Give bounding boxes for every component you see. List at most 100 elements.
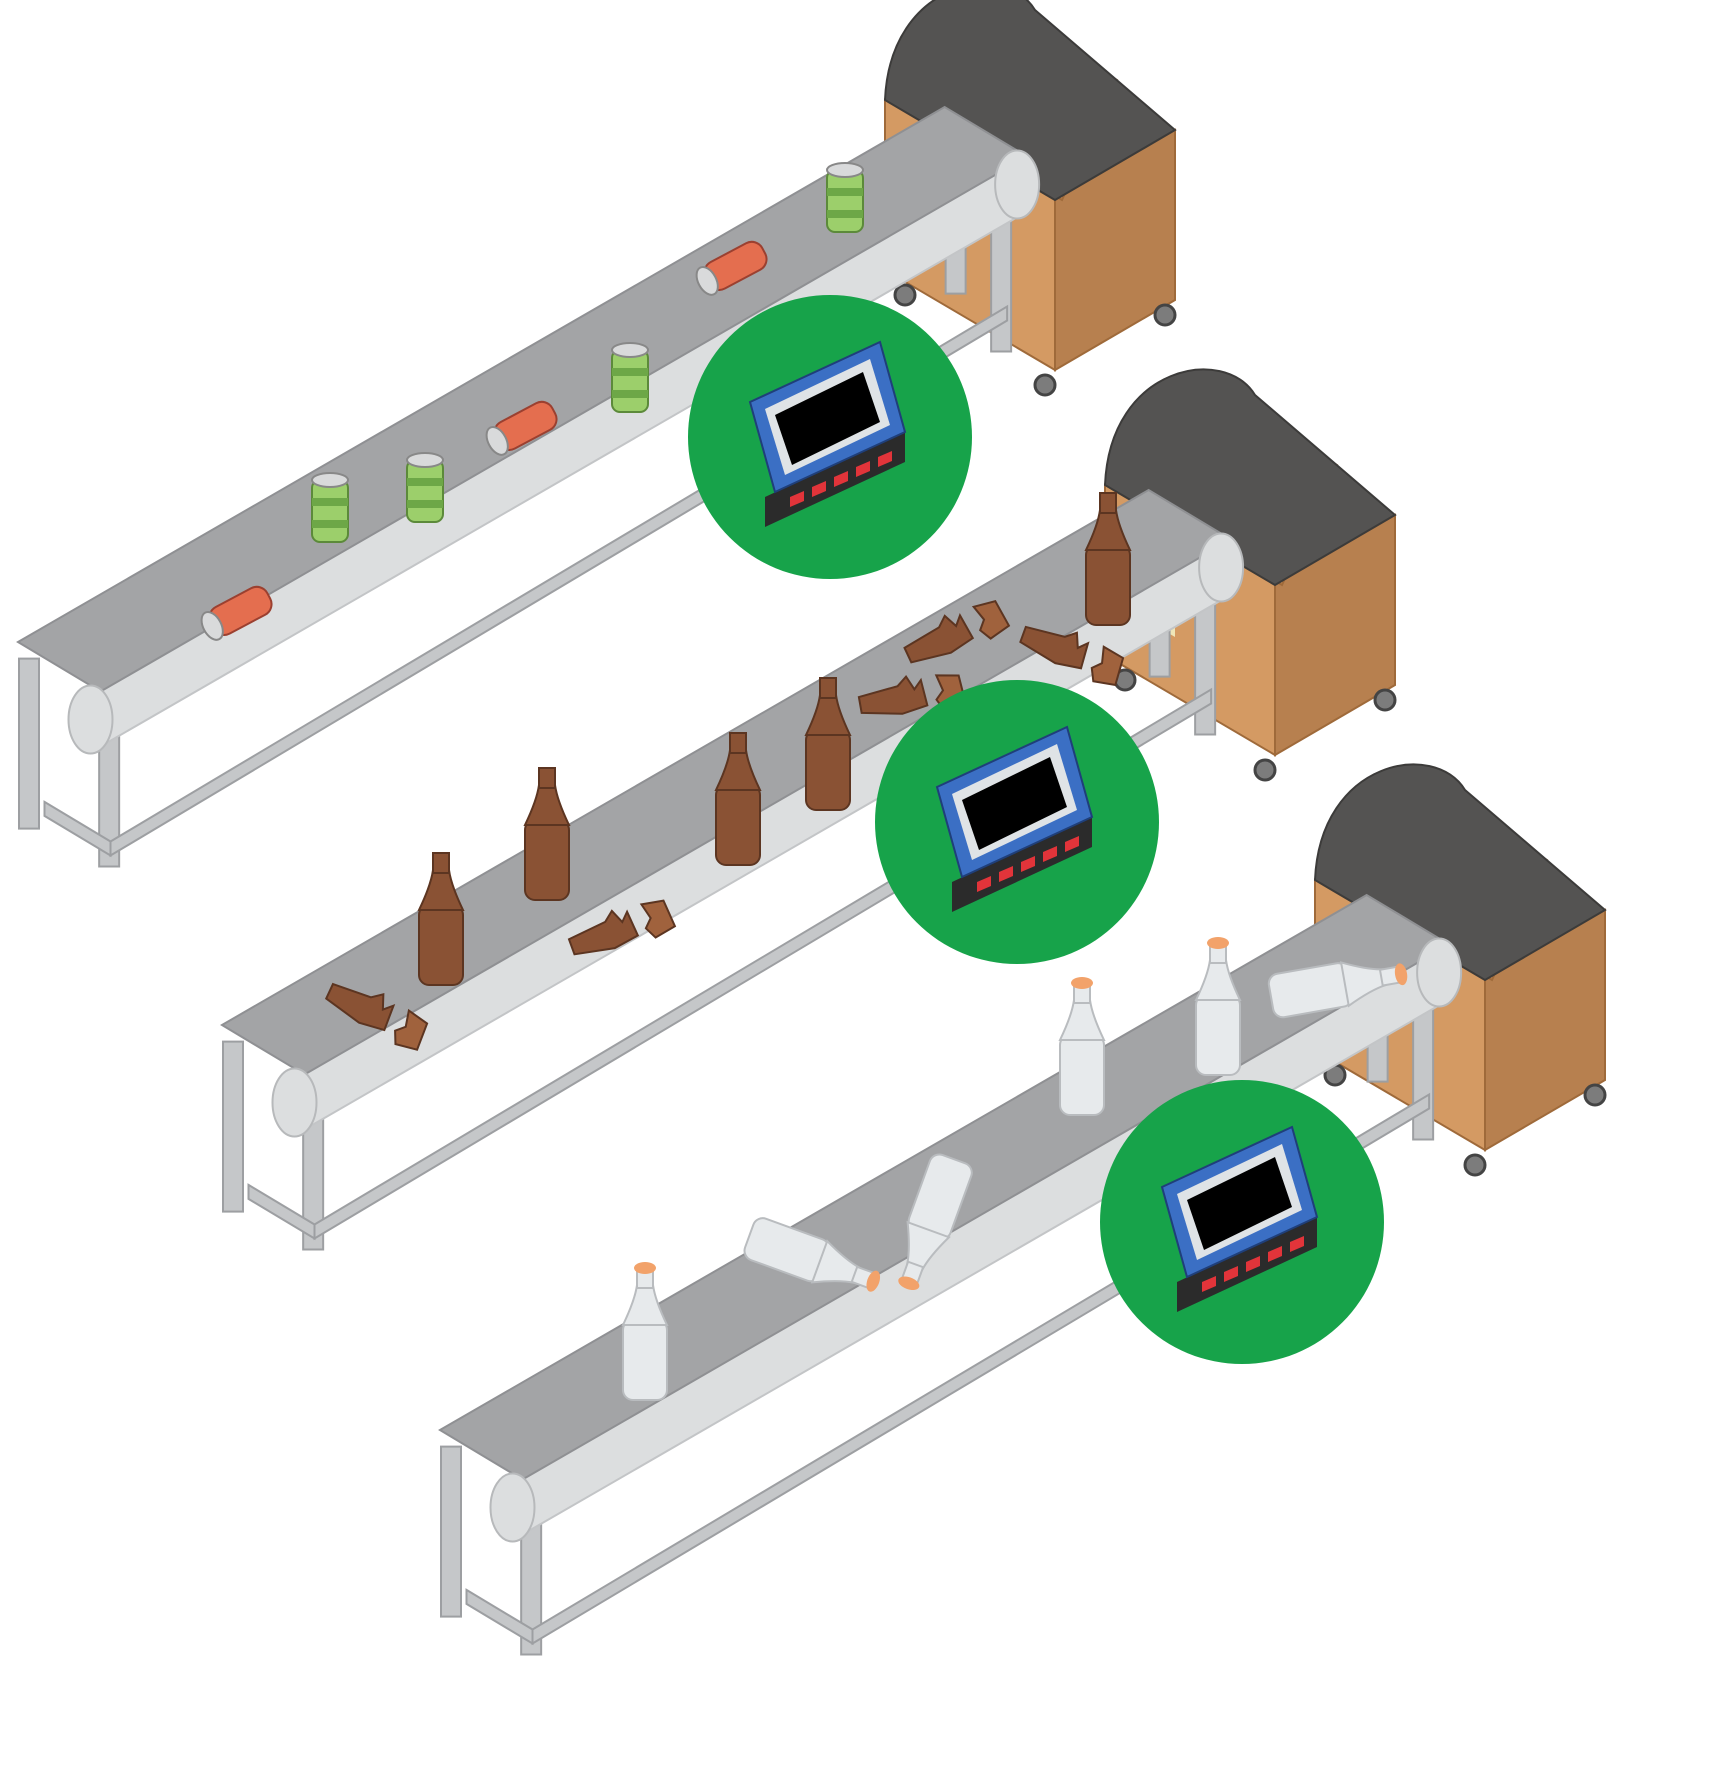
amber-bottle [804, 677, 852, 811]
bin-wheel [1373, 688, 1397, 712]
bottle-neck [432, 852, 450, 874]
aluminum-can [485, 400, 558, 456]
bottle-body [1085, 544, 1131, 626]
bottle-neck [1099, 492, 1117, 514]
can-top [695, 266, 719, 296]
broken-bottle-neck [903, 612, 975, 664]
scanner-button [1290, 1236, 1304, 1252]
leg-back-left [18, 657, 40, 830]
broken-bottle [324, 982, 429, 1051]
bottle-shoulder [523, 784, 571, 826]
can-stripe [612, 368, 648, 376]
scanner-button [977, 876, 991, 892]
lower-crossbar [465, 1588, 534, 1646]
bottle-shoulder [1058, 999, 1106, 1041]
amber-bottle [714, 732, 762, 866]
can-top [311, 472, 349, 488]
broken-bottle [903, 599, 1011, 664]
bottle-body [1059, 1034, 1105, 1116]
scanner-screen [962, 757, 1067, 850]
bottle-cap [634, 1262, 656, 1274]
can-body [311, 479, 349, 543]
plastic-bottle [1058, 977, 1106, 1116]
can-stripe [827, 210, 863, 218]
bottle-neck [819, 677, 837, 699]
leg-back-left [222, 1040, 244, 1213]
conveyor-3-items [621, 937, 1408, 1401]
scanner-button [1065, 836, 1079, 852]
scanner-button [878, 451, 892, 467]
roller-end [1416, 937, 1463, 1008]
roller-end [67, 684, 114, 755]
scanner-button [1268, 1246, 1282, 1262]
conveyor-1-items [200, 162, 864, 641]
bottle-cap [1207, 937, 1229, 949]
bin-lid [1103, 368, 1397, 587]
amber-bottle [1084, 492, 1132, 626]
plastic-bottle [743, 1217, 881, 1292]
can-stripe [612, 390, 648, 398]
broken-bottle-base [394, 1008, 429, 1051]
scanner-screen [1187, 1157, 1292, 1250]
roller-end [489, 1472, 536, 1543]
bottle-body [1195, 994, 1241, 1076]
roller-end [994, 149, 1041, 220]
can-top [200, 611, 224, 641]
bottle-cap [866, 1270, 881, 1292]
bottle-body [622, 1319, 668, 1401]
scanner-device-3 [1100, 1080, 1384, 1364]
can-top [485, 426, 509, 456]
broken-bottle-neck [857, 674, 929, 715]
bin-wheel [1583, 1083, 1607, 1107]
bin-lid [1313, 763, 1607, 982]
scanner-button [1246, 1256, 1260, 1272]
bottle-neck [729, 732, 747, 754]
can-stripe [312, 498, 348, 506]
scanner-button [1224, 1266, 1238, 1282]
broken-bottle-base [639, 899, 677, 939]
can-body [826, 169, 864, 233]
scanner-button [834, 471, 848, 487]
scanner-screen [775, 372, 880, 465]
broken-bottle-base [971, 599, 1011, 640]
lower-crossbar [247, 1183, 316, 1241]
aluminum-can [695, 240, 768, 296]
bin-wheel [1253, 758, 1277, 782]
broken-bottle-base [1090, 645, 1125, 687]
can-stripe [407, 500, 443, 508]
roller-end [1198, 532, 1245, 603]
scanner-device-2 [875, 680, 1159, 964]
bottle-body [418, 904, 464, 986]
lower-crossbar [43, 800, 112, 858]
roller-end [271, 1067, 318, 1138]
aluminum-can [406, 452, 444, 523]
aluminum-can [826, 162, 864, 233]
bottle-body [805, 729, 851, 811]
scanner-button [790, 491, 804, 507]
plastic-bottle [1194, 937, 1242, 1076]
bottle-cap [898, 1276, 920, 1291]
leg-back-left [440, 1445, 462, 1618]
broken-bottle-neck [324, 982, 396, 1032]
broken-bottle [1019, 625, 1125, 687]
aluminum-can [200, 585, 273, 641]
amber-bottle [417, 852, 465, 986]
amber-bottle [523, 767, 571, 901]
bin-wheel [1153, 303, 1177, 327]
can-body [406, 459, 444, 523]
scanner-button [1043, 846, 1057, 862]
bin-wheel [1033, 373, 1057, 397]
can-stripe [407, 478, 443, 486]
plastic-bottle [621, 1262, 669, 1401]
aluminum-can [611, 342, 649, 413]
scanner-button [812, 481, 826, 497]
scanner-device-1 [688, 295, 972, 579]
broken-bottle-neck [567, 909, 640, 956]
can-stripe [312, 520, 348, 528]
aluminum-can [311, 472, 349, 543]
plastic-bottle [898, 1153, 973, 1291]
bottle-cap [1394, 963, 1408, 986]
bottle-neck [538, 767, 556, 789]
bottle-cap [1071, 977, 1093, 989]
